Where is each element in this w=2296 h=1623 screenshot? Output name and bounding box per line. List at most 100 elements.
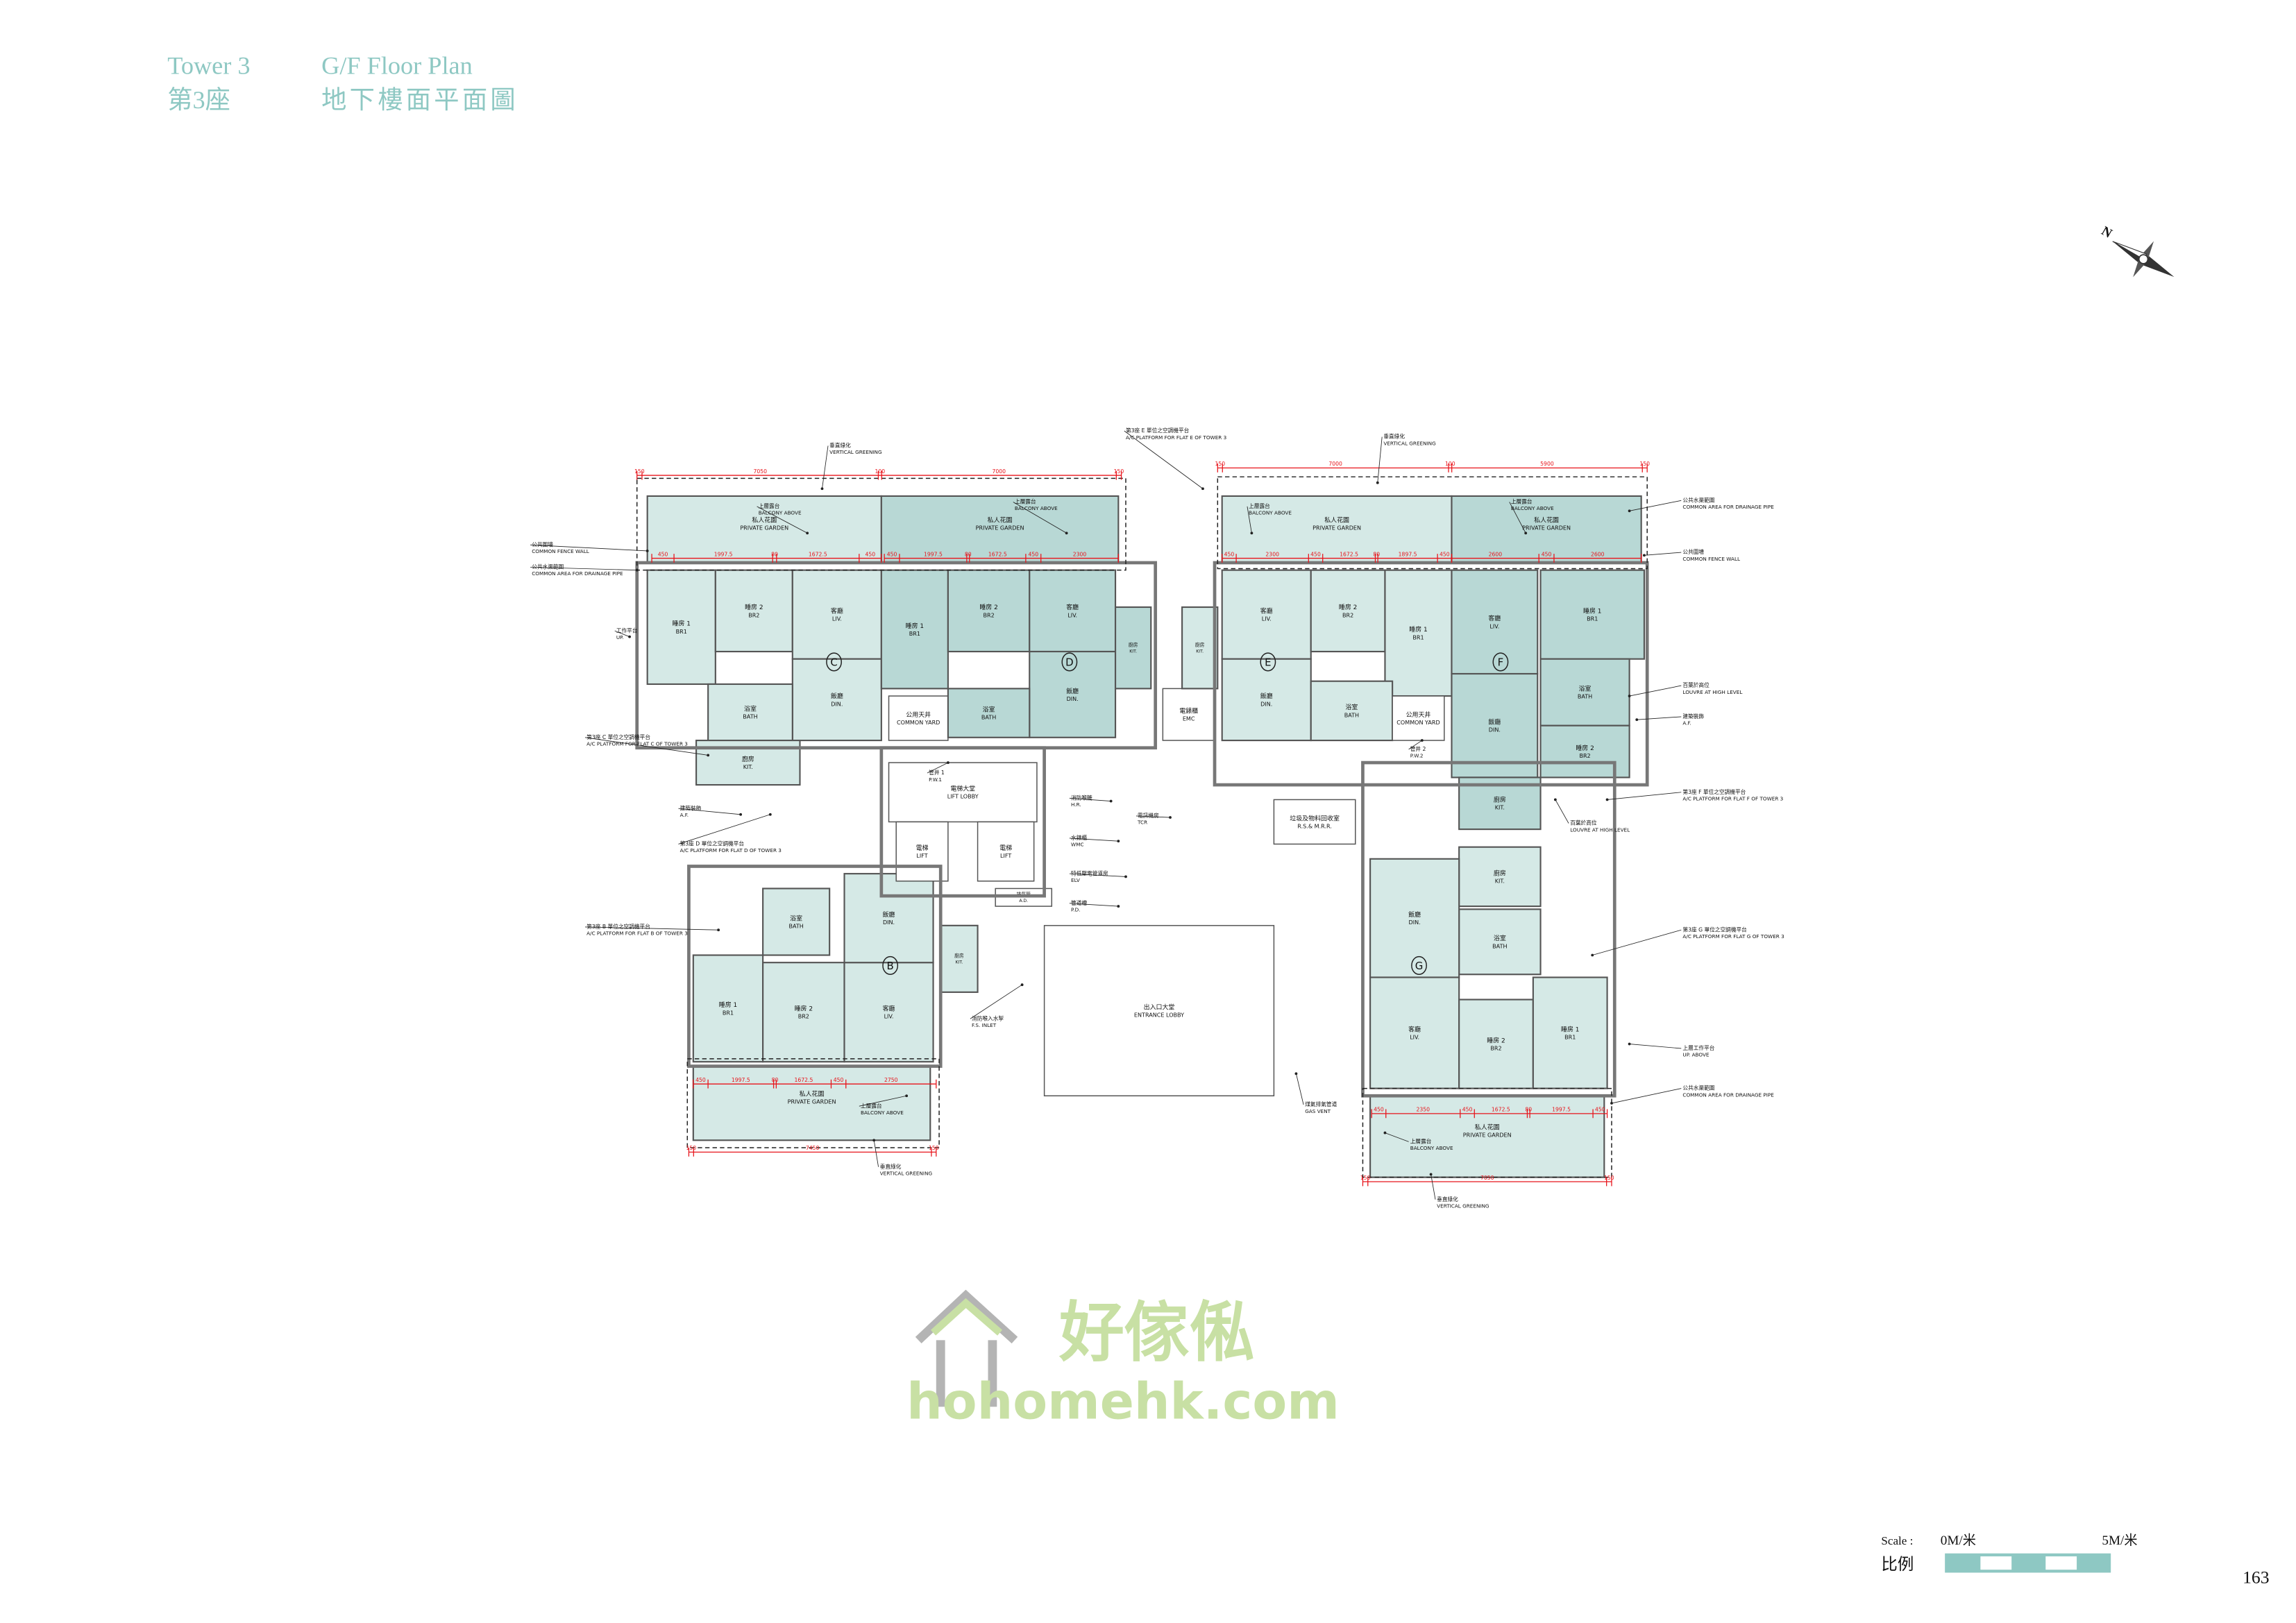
- room-label-zh: 廚房: [1129, 642, 1138, 648]
- room-label-zh: 睡房 1: [1561, 1025, 1579, 1033]
- annotation-p-w-1: 管井 1P.W.1: [927, 761, 949, 783]
- room-label-en: KIT.: [956, 960, 963, 965]
- dimension-value: 450: [834, 1077, 844, 1083]
- annotation-en: BALCONY ABOVE: [1410, 1145, 1453, 1151]
- dimension-value: 150: [634, 468, 645, 475]
- room-label-en: PRIVATE GARDEN: [740, 525, 788, 531]
- room-label-en: BATH: [1492, 943, 1507, 949]
- room-label-en: A.D.: [1019, 899, 1028, 903]
- annotation-zh: 消防喉入水掣: [972, 1014, 1004, 1021]
- annotation-en: ELV: [1071, 877, 1080, 883]
- room-label-en: BATH: [1578, 694, 1592, 700]
- room-label-zh: 浴室: [1494, 934, 1506, 942]
- dimension-value: 150: [1639, 461, 1650, 467]
- room-label-en: DIN.: [1260, 701, 1272, 707]
- annotation-zh: 垂直綠化: [1383, 433, 1405, 440]
- scale-label-en: Scale :: [1881, 1534, 1913, 1547]
- room-label-en: BR2: [1490, 1046, 1501, 1052]
- dimension-value: 2750: [884, 1077, 898, 1083]
- room-label-zh: 私人花園: [1475, 1123, 1500, 1131]
- room-label-zh: 客廳: [1488, 614, 1501, 622]
- unit-marker-e: E: [1260, 652, 1276, 672]
- annotation-p-w-2: 管井 2P.W.2: [1408, 739, 1426, 759]
- annotation-en: A/C PLATFORM FOR FLAT G OF TOWER 3: [1682, 933, 1784, 940]
- room-label-zh: 電梯大堂: [950, 785, 975, 793]
- annotation-en: BALCONY ABOVE: [1015, 505, 1058, 511]
- annotation-en: P.W.1: [929, 776, 942, 783]
- dimension-value: 1672.5: [988, 551, 1007, 557]
- room-label-en: EMC: [1183, 716, 1195, 722]
- annotation-zh: 消防喉轆: [1071, 794, 1092, 801]
- room-label-zh: 睡房 2: [1576, 744, 1594, 752]
- annotation-en: WMC: [1071, 842, 1084, 848]
- watermark-zh: 好傢俬: [1058, 1295, 1255, 1371]
- room-label-zh: 私人花園: [988, 516, 1013, 524]
- watermark: 好傢俬 hohomehk.com: [906, 1289, 1340, 1431]
- dimension-value: 1672.5: [1340, 551, 1358, 557]
- annotation-zh: 公共水渠範圍: [1682, 496, 1714, 503]
- dimension-value: 450: [1595, 1107, 1605, 1113]
- dimension-value: 1897.5: [1399, 551, 1417, 557]
- annotation-zh: 工作平台: [616, 627, 638, 634]
- page-header: Tower 3 第3座 G/F Floor Plan 地下樓面平面圖: [167, 52, 515, 114]
- room-label-en: DIN.: [1489, 727, 1501, 733]
- dimension-value: 80: [1373, 551, 1380, 557]
- unit-marker-c: C: [826, 652, 842, 672]
- room-label-zh: 客廳: [1066, 603, 1079, 611]
- room-label-zh: 公用天井: [1406, 711, 1431, 719]
- dimension-value: 1997.5: [714, 551, 733, 557]
- unit-letter: B: [887, 960, 894, 972]
- annotation-en: UP. ABOVE: [1682, 1052, 1710, 1058]
- dimension-value: 450: [1440, 551, 1450, 557]
- room-label-en: BATH: [788, 923, 803, 929]
- unit-letter: C: [830, 656, 837, 669]
- room-label-zh: 睡房 2: [795, 1005, 813, 1013]
- dimension-value: 450: [695, 1077, 706, 1083]
- room-label-en: BATH: [743, 713, 757, 720]
- annotation-zh: 電訊機房: [1138, 812, 1159, 819]
- room-label-zh: 出入口大堂: [1144, 1003, 1175, 1011]
- room-label-zh: 公用天井: [906, 711, 931, 719]
- annotation-en: A.F.: [680, 812, 689, 818]
- annotation-en: H.R.: [1071, 801, 1081, 808]
- room-label-en: BATH: [1344, 712, 1359, 718]
- room-label-zh: 飯廳: [1066, 687, 1079, 695]
- annotation-en: GAS VENT: [1305, 1108, 1331, 1114]
- scale-start: 0M/米: [1941, 1533, 1976, 1548]
- room-label-zh: 飯廳: [883, 910, 895, 919]
- room-label-en: PRIVATE GARDEN: [1312, 525, 1361, 531]
- dimension-value: 100: [1445, 461, 1455, 467]
- room-label-en: KIT.: [1196, 649, 1204, 654]
- annotation-zh: 第3座 E 單位之空調機平台: [1126, 427, 1190, 434]
